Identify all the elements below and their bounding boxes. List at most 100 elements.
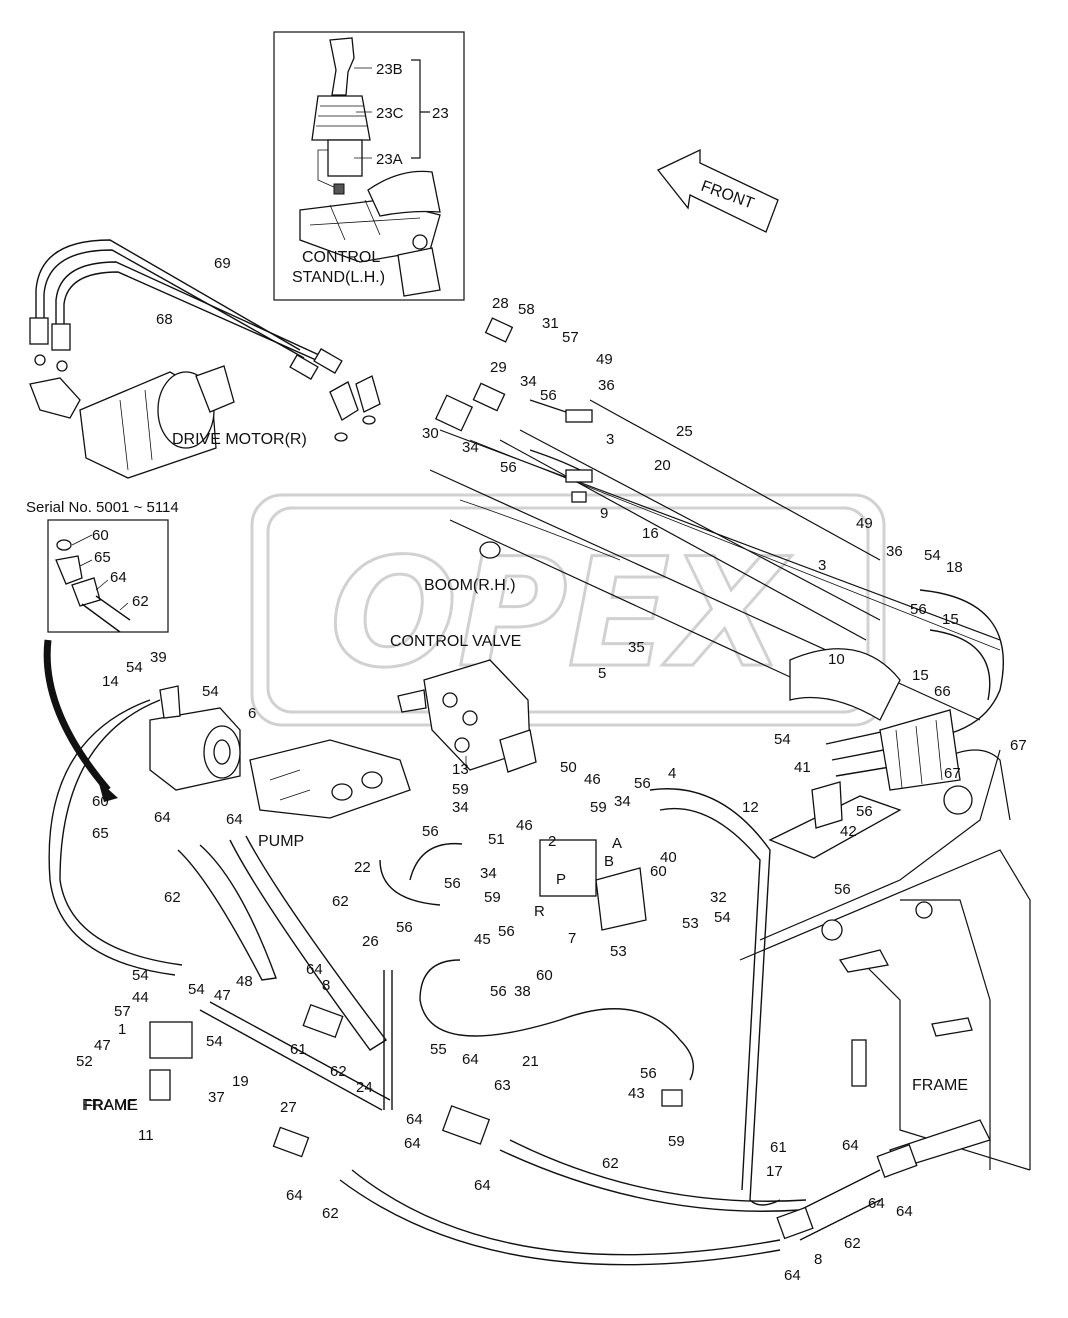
part-label: 38 xyxy=(514,983,531,1000)
part-label: 24 xyxy=(356,1079,373,1096)
part-label: 57 xyxy=(562,329,579,346)
part-label: 59 xyxy=(452,781,469,798)
part-label: 64 xyxy=(896,1203,913,1220)
part-label: 32 xyxy=(710,889,727,906)
part-label: 51 xyxy=(488,831,505,848)
part-label: 56 xyxy=(396,919,413,936)
part-label: 64 xyxy=(784,1267,801,1284)
part-label: 34 xyxy=(480,865,497,882)
part-label: 46 xyxy=(516,817,533,834)
part-label: 54 xyxy=(202,683,219,700)
watermark: OPEX xyxy=(250,493,886,727)
part-label: 56 xyxy=(834,881,851,898)
part-label: 18 xyxy=(946,559,963,576)
part-label: 54 xyxy=(714,909,731,926)
part-label: 65 xyxy=(92,825,109,842)
part-label: 64 xyxy=(110,569,127,586)
part-label: 2 xyxy=(548,833,556,850)
hydraulic-motor xyxy=(149,685,241,791)
part-label: A xyxy=(612,835,622,852)
caption-drive-motor: DRIVE MOTOR(R) xyxy=(172,431,307,448)
part-label: 56 xyxy=(910,601,927,618)
part-label: 67 xyxy=(1010,737,1027,754)
hoses xyxy=(48,699,881,1266)
part-label: 36 xyxy=(886,543,903,560)
part-label: 40 xyxy=(660,849,677,866)
part-label: 3 xyxy=(606,431,614,448)
part-label: 26 xyxy=(362,933,379,950)
lower-fittings xyxy=(149,839,918,1240)
part-label: 64 xyxy=(842,1137,859,1154)
part-label: 8 xyxy=(322,977,330,994)
part-label: 61 xyxy=(290,1041,307,1058)
part-label: 4 xyxy=(668,765,676,782)
control-stand-inset xyxy=(273,31,465,301)
part-label: 69 xyxy=(214,255,231,272)
front-arrow xyxy=(656,148,779,233)
part-label: 15 xyxy=(942,611,959,628)
part-label: 6 xyxy=(248,705,256,722)
part-label: 43 xyxy=(628,1085,645,1102)
part-label: 67 xyxy=(944,765,961,782)
part-label: 64 xyxy=(154,809,171,826)
part-label: 20 xyxy=(654,457,671,474)
part-label: 13 xyxy=(452,761,469,778)
part-label: 64 xyxy=(306,961,323,978)
part-label: 30 xyxy=(422,425,439,442)
part-label: 28 xyxy=(492,295,509,312)
part-label: 47 xyxy=(94,1037,111,1054)
part-label: 34 xyxy=(462,439,479,456)
part-label: 15 xyxy=(912,667,929,684)
part-label: 34 xyxy=(520,373,537,390)
part-label: 23B xyxy=(376,61,403,78)
part-label: 9 xyxy=(600,505,608,522)
drive-motor-assembly xyxy=(29,239,381,479)
part-label: 53 xyxy=(610,943,627,960)
serial-inset xyxy=(47,519,169,633)
part-label: 19 xyxy=(232,1073,249,1090)
part-label: 49 xyxy=(856,515,873,532)
part-label: 14 xyxy=(102,673,119,690)
caption-serial: Serial No. 5001 ~ 5114 xyxy=(26,499,179,516)
part-label: 12 xyxy=(742,799,759,816)
part-label: 60 xyxy=(536,967,553,984)
part-label: 22 xyxy=(354,859,371,876)
part-label: 10 xyxy=(828,651,845,668)
part-label: 23A xyxy=(376,151,403,168)
part-label: B xyxy=(604,853,614,870)
part-label: 62 xyxy=(844,1235,861,1252)
upper-fittings xyxy=(434,317,593,503)
part-label: 42 xyxy=(840,823,857,840)
part-label: 56 xyxy=(444,875,461,892)
pump xyxy=(249,739,411,819)
part-label: 35 xyxy=(628,639,645,656)
part-label: 54 xyxy=(924,547,941,564)
part-label: 27 xyxy=(280,1099,297,1116)
part-label: 64 xyxy=(462,1051,479,1068)
caption-control-stand-1: CONTROL xyxy=(302,249,380,266)
part-label: 31 xyxy=(542,315,559,332)
part-label: 62 xyxy=(132,593,149,610)
part-label: 59 xyxy=(668,1133,685,1150)
boom-lines xyxy=(499,399,1004,791)
part-label: 57 xyxy=(114,1003,131,1020)
part-label: 8 xyxy=(814,1251,822,1268)
part-label: 60 xyxy=(92,527,109,544)
part-label: 39 xyxy=(150,649,167,666)
part-label: 63 xyxy=(494,1077,511,1094)
part-label: 3 xyxy=(818,557,826,574)
part-label: 46 xyxy=(584,771,601,788)
part-label: 54 xyxy=(132,967,149,984)
part-label: 62 xyxy=(322,1205,339,1222)
part-label: 16 xyxy=(642,525,659,542)
part-label: 56 xyxy=(500,459,517,476)
part-label: 53 xyxy=(682,915,699,932)
part-label: 62 xyxy=(332,893,349,910)
control-valve xyxy=(397,659,537,773)
caption-frame-right: FRAME xyxy=(912,1077,968,1094)
part-label: 29 xyxy=(490,359,507,376)
part-label: 54 xyxy=(206,1033,223,1050)
part-label: 58 xyxy=(518,301,535,318)
part-label: 54 xyxy=(126,659,143,676)
